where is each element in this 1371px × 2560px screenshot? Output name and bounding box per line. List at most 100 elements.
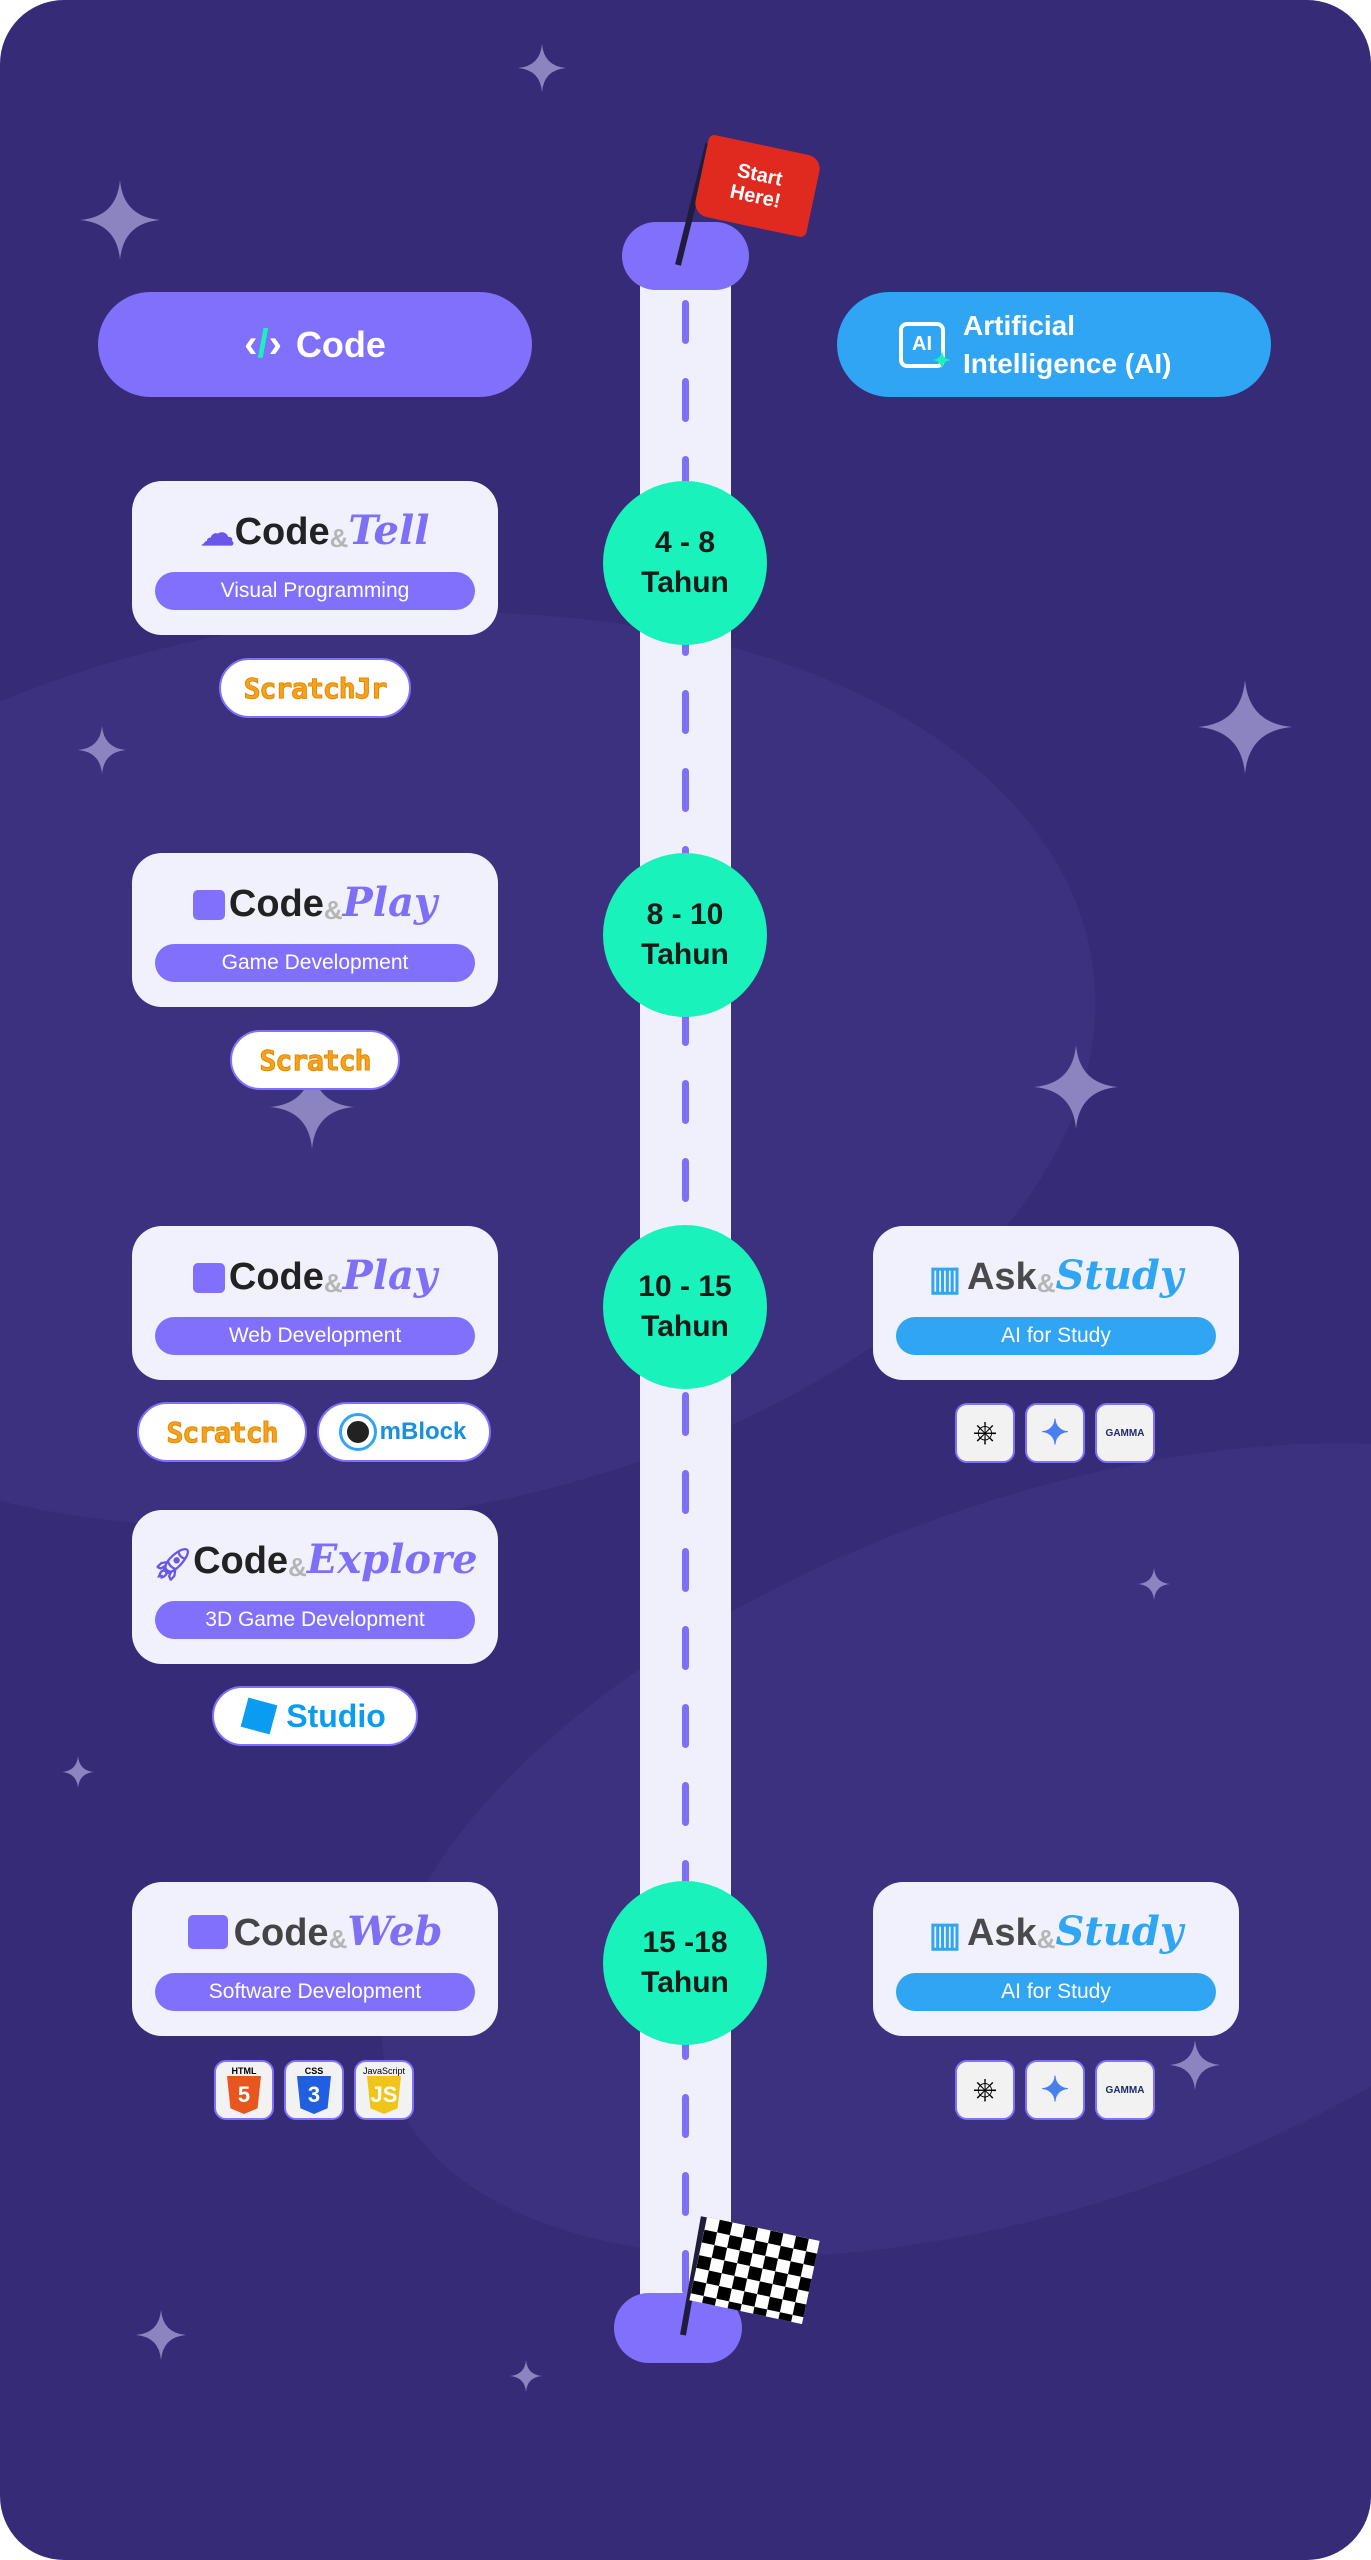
course-card-code-tell[interactable]: ☁Code&Tell Visual Programming: [132, 481, 498, 635]
sparkle-icon: [78, 726, 126, 774]
tool-badge-scratch: Scratch: [230, 1030, 400, 1090]
tool-name: Scratch: [166, 1415, 279, 1449]
road-dash: [682, 690, 689, 734]
road-dash: [682, 1782, 689, 1826]
sparkle-icon: [1170, 2040, 1220, 2090]
brand-script: Web: [347, 1907, 443, 1955]
course-tag: Game Development: [155, 943, 475, 982]
road-dash: [682, 378, 689, 422]
age-range: 4 - 8: [654, 526, 716, 559]
age-unit: Tahun: [641, 938, 729, 971]
brand-amp: &: [1036, 1267, 1056, 1298]
road-dash: [682, 1002, 689, 1046]
roblox-icon: [240, 1697, 278, 1735]
brand-name: Code: [234, 510, 330, 553]
age-unit: Tahun: [641, 566, 729, 599]
brand-amp: &: [323, 1267, 343, 1298]
road-dash: [682, 1392, 689, 1436]
gemini-sparkle-icon: ✦: [1040, 2071, 1070, 2109]
html5-icon: 5: [227, 2076, 261, 2114]
brand-name: Ask: [966, 1911, 1037, 1954]
sparkle-icon: [1034, 1045, 1118, 1129]
age-badge: 4 - 8 Tahun: [603, 481, 767, 645]
openai-icon: ⎈: [973, 2073, 997, 2106]
tool-tile-gamma: GAMMA: [1095, 1403, 1155, 1463]
course-card-code-explore[interactable]: 🚀︎Code&Explore 3D Game Development: [132, 1510, 498, 1664]
road-dash: [682, 1158, 689, 1202]
tool-name: JavaScript: [362, 2066, 406, 2076]
road-dash: [682, 1470, 689, 1514]
course-card-ask-study[interactable]: ▥Ask&Study AI for Study: [873, 1226, 1239, 1380]
course-tag: 3D Game Development: [155, 1600, 475, 1639]
age-unit: Tahun: [641, 1310, 729, 1343]
books-icon: ▥: [928, 1915, 961, 1954]
tool-tile-chatgpt: ⎈: [955, 1403, 1015, 1463]
course-card-ask-study[interactable]: ▥Ask&Study AI for Study: [873, 1882, 1239, 2036]
road-dash: [682, 768, 689, 812]
course-card-code-play-game[interactable]: Code&Play Game Development: [132, 853, 498, 1007]
js-icon: JS: [367, 2076, 401, 2114]
course-tag: Software Development: [155, 1972, 475, 2011]
sparkle-icon: [62, 1756, 94, 1788]
panda-icon: [338, 1413, 377, 1451]
road-dash: [682, 1080, 689, 1124]
openai-icon: ⎈: [973, 1416, 997, 1449]
age-range: 8 - 10: [646, 898, 724, 931]
brand-script: Play: [342, 878, 438, 926]
brand-name: Code: [193, 1539, 289, 1582]
course-tag: AI for Study: [896, 1316, 1216, 1355]
course-tag: Web Development: [155, 1316, 475, 1355]
brand-amp: &: [1036, 1923, 1056, 1954]
road-dash: [682, 2172, 689, 2216]
sparkle-icon: [518, 44, 566, 92]
tool-tile-chatgpt: ⎈: [955, 2060, 1015, 2120]
category-ai-label: Artificial Intelligence (AI): [963, 309, 1172, 379]
tool-name: CSS: [304, 2066, 324, 2076]
brand-name: Code: [228, 882, 324, 925]
tool-badge-scratch: Scratch: [137, 1402, 307, 1462]
category-code-label: Code: [295, 323, 386, 365]
brand-name: Ask: [966, 1255, 1037, 1298]
brand-script: Explore: [306, 1535, 478, 1583]
sparkle-icon: [1138, 1568, 1170, 1600]
sparkle-icon: [80, 180, 160, 260]
rocket-icon: 🚀︎: [152, 1545, 194, 1582]
brand-amp: &: [323, 894, 343, 925]
tool-badge-mblock: mBlock: [317, 1402, 491, 1462]
course-card-code-web[interactable]: Code&Web Software Development: [132, 1882, 498, 2036]
road-dash: [682, 456, 689, 500]
sparkle-icon: [510, 2360, 542, 2392]
cloud-icon: ☁: [200, 514, 235, 553]
tool-tile-gamma: GAMMA: [1095, 2060, 1155, 2120]
gemini-sparkle-icon: ✦: [1040, 1414, 1070, 1452]
category-code[interactable]: ‹/› Code: [98, 292, 532, 397]
tool-tile-gemini: ✦: [1025, 2060, 1085, 2120]
tool-name: Scratch: [259, 1043, 372, 1077]
brand-name: Code: [233, 1911, 329, 1954]
road-dash: [682, 1626, 689, 1670]
brand-script: Tell: [348, 506, 430, 554]
brand-script: Play: [342, 1251, 438, 1299]
brand-script: Study: [1055, 1251, 1184, 1299]
tool-name: Studio: [286, 1697, 386, 1734]
gameboy-icon: [192, 889, 225, 920]
age-unit: Tahun: [641, 1966, 729, 1999]
start-flag-text: Start Here!: [727, 159, 785, 213]
age-range: 15 -18: [642, 1926, 728, 1959]
tool-name: GAMMA: [1105, 1427, 1145, 1439]
category-ai[interactable]: AI✦ Artificial Intelligence (AI): [837, 292, 1271, 397]
age-badge: 8 - 10 Tahun: [603, 853, 767, 1017]
books-icon: ▥: [928, 1259, 961, 1298]
sparkle-icon: [1198, 680, 1292, 774]
course-card-code-play-web[interactable]: Code&Play Web Development: [132, 1226, 498, 1380]
code-brackets-icon: ‹/›: [244, 322, 282, 366]
gameboy-icon: [192, 1262, 225, 1293]
brand-amp: &: [328, 1923, 348, 1954]
tool-badge-scratchjr: ScratchJr: [219, 658, 411, 718]
tool-name: GAMMA: [1105, 2084, 1145, 2096]
